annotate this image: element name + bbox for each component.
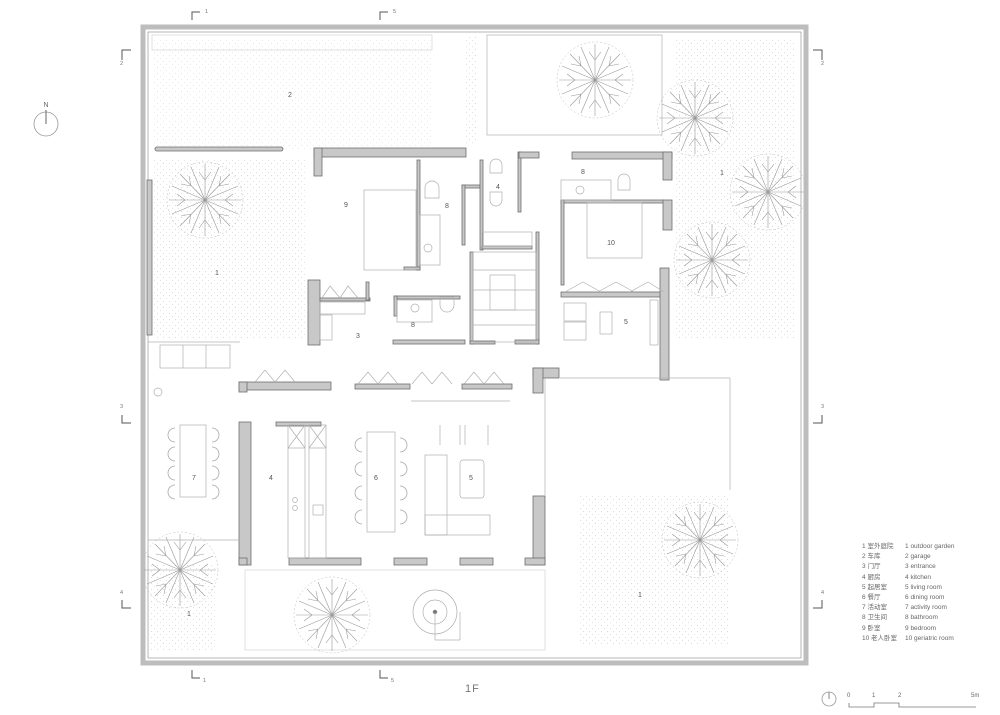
svg-text:3: 3 <box>120 404 123 410</box>
svg-text:4: 4 <box>120 590 123 596</box>
room-label: 8 <box>445 203 449 210</box>
room-label: 3 <box>356 333 360 340</box>
svg-text:2: 2 <box>821 61 824 67</box>
svg-text:5m: 5m <box>971 693 979 699</box>
north-arrow-icon: N <box>33 102 59 137</box>
room-label: 5 <box>469 475 473 482</box>
room-label: 1 <box>187 611 191 618</box>
room-label: 9 <box>344 202 348 209</box>
svg-text:4: 4 <box>821 590 824 596</box>
room-labels: 2 1 9 8 4 8 10 5 8 3 1 7 4 6 5 1 1 <box>187 92 724 618</box>
svg-text:1: 1 <box>205 9 208 15</box>
svg-text:5: 5 <box>393 9 396 15</box>
scale-bar: 0 1 2 5m <box>821 691 979 708</box>
svg-text:5: 5 <box>391 678 394 684</box>
room-label: 6 <box>374 475 378 482</box>
room-label: 2 <box>288 92 292 99</box>
section-mark-labels: 1 5 1 5 2 3 4 2 3 4 <box>120 9 824 684</box>
svg-text:0: 0 <box>847 693 851 699</box>
garden-walls <box>146 146 284 336</box>
interior-fixtures <box>148 158 731 641</box>
garden-areas <box>150 34 795 651</box>
site-boundary-wall <box>140 24 809 666</box>
floor-title: 1F <box>465 683 480 695</box>
svg-text:1: 1 <box>872 693 876 699</box>
room-label: 4 <box>496 184 500 191</box>
room-label: 1 <box>638 592 642 599</box>
room-label: 5 <box>624 319 628 326</box>
svg-text:2: 2 <box>120 61 123 67</box>
room-label: 8 <box>411 322 415 329</box>
building-walls <box>238 147 673 566</box>
room-label: 1 <box>720 170 724 177</box>
svg-text:N: N <box>43 102 48 109</box>
svg-text:2: 2 <box>898 693 902 699</box>
room-label: 1 <box>215 270 219 277</box>
room-label: 10 <box>607 240 615 247</box>
room-label: 4 <box>269 475 273 482</box>
room-label: 7 <box>192 475 196 482</box>
svg-text:1: 1 <box>203 678 206 684</box>
room-label: 8 <box>581 169 585 176</box>
section-marks <box>121 11 823 679</box>
svg-text:3: 3 <box>821 404 824 410</box>
